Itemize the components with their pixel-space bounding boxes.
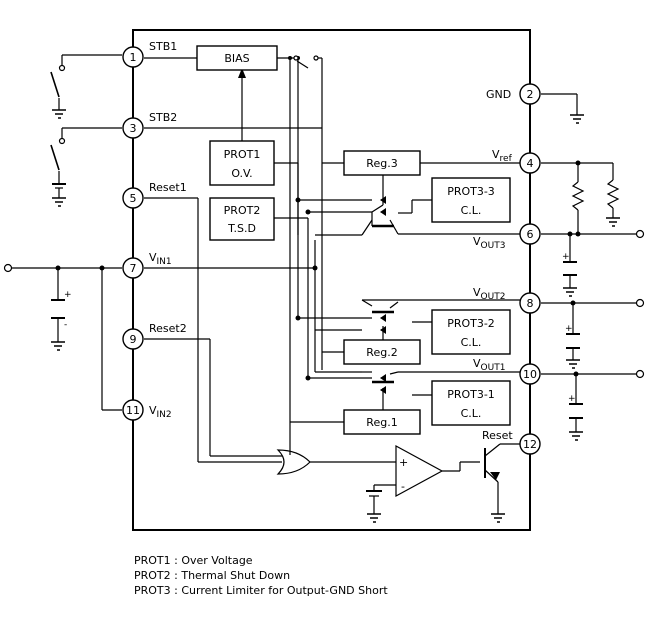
- pin-9: 9: [122, 328, 144, 350]
- pin-2-label: GND: [486, 88, 511, 101]
- svg-text:9: 9: [130, 333, 137, 346]
- reg1-block: [343, 409, 421, 435]
- pin-1-label: STB1: [149, 40, 177, 53]
- svg-text:8: 8: [527, 297, 534, 310]
- vin-cap-plus: +: [64, 290, 72, 300]
- svg-text:12: 12: [523, 438, 537, 451]
- prot3-1-sub: C.L.: [461, 407, 482, 420]
- prot3-3-title: PROT3-3: [447, 185, 495, 198]
- pin-4: 4: [519, 152, 541, 174]
- prot3-3-sub: C.L.: [461, 204, 482, 217]
- svg-text:2: 2: [527, 88, 534, 101]
- prot1-sub: O.V.: [231, 167, 252, 180]
- prot3-2-block: [431, 309, 511, 355]
- svg-text:1: 1: [130, 51, 137, 64]
- pin-2: 2: [519, 83, 541, 105]
- legend-prot1: PROT1 : Over Voltage: [134, 554, 253, 567]
- pin-3-label: STB2: [149, 111, 177, 124]
- comparator-plus: +: [399, 456, 408, 469]
- vout2-cap-plus: +: [565, 324, 573, 334]
- pin-6-label: VOUT3: [473, 235, 505, 251]
- reg2-block: [343, 339, 421, 365]
- comparator-minus: -: [401, 480, 405, 493]
- pin-4-label: Vref: [492, 148, 513, 164]
- vin-cap-minus: -: [64, 320, 67, 330]
- pin-12: 12: [519, 433, 541, 455]
- prot1-block: [209, 140, 275, 186]
- pin-1: 1: [122, 46, 144, 68]
- prot1-title: PROT1: [224, 148, 261, 161]
- vout1-cap-plus: +: [568, 394, 576, 404]
- prot3-1-title: PROT3-1: [447, 388, 495, 401]
- reg3-block: [343, 150, 421, 176]
- prot3-2-title: PROT3-2: [447, 317, 495, 330]
- pin-10: 10: [519, 363, 541, 385]
- reg3-label: Reg.3: [366, 157, 397, 170]
- pin-12-label: Reset: [482, 429, 513, 442]
- pin-6: 6: [519, 223, 541, 245]
- pin-8: 8: [519, 292, 541, 314]
- pin-10-label: VOUT1: [473, 357, 505, 373]
- prot3-3-block: [431, 177, 511, 223]
- legend-prot2: PROT2 : Thermal Shut Down: [134, 569, 291, 582]
- prot3-2-sub: C.L.: [461, 336, 482, 349]
- legend: PROT1 : Over Voltage PROT2 : Thermal Shu…: [134, 553, 388, 598]
- pin-9-label: Reset2: [149, 322, 187, 335]
- svg-text:6: 6: [527, 228, 534, 241]
- svg-text:7: 7: [130, 262, 137, 275]
- svg-text:5: 5: [130, 192, 137, 205]
- prot2-title: PROT2: [224, 204, 261, 217]
- reg1-label: Reg.1: [366, 416, 397, 429]
- bias-label: BIAS: [224, 52, 249, 65]
- pin-5-label: Reset1: [149, 181, 187, 194]
- prot2-sub: T.S.D: [227, 222, 256, 235]
- svg-text:4: 4: [527, 157, 534, 170]
- pin-7: 7: [122, 257, 144, 279]
- pin-11: 11: [122, 399, 144, 421]
- pin-8-label: VOUT2: [473, 286, 505, 302]
- svg-text:3: 3: [130, 122, 137, 135]
- svg-text:10: 10: [523, 368, 537, 381]
- pin-3: 3: [122, 117, 144, 139]
- bias-block: [196, 45, 278, 71]
- pin-7-label: VIN1: [149, 251, 172, 267]
- ic-outline: [132, 29, 531, 531]
- legend-prot3: PROT3 : Current Limiter for Output-GND S…: [134, 584, 388, 597]
- prot2-block: [209, 197, 275, 241]
- vout3-cap-plus: +: [562, 252, 570, 262]
- pin-5: 5: [122, 187, 144, 209]
- prot3-1-block: [431, 380, 511, 426]
- pin-11-label: VIN2: [149, 404, 172, 420]
- reg2-label: Reg.2: [366, 346, 397, 359]
- svg-text:11: 11: [126, 404, 140, 417]
